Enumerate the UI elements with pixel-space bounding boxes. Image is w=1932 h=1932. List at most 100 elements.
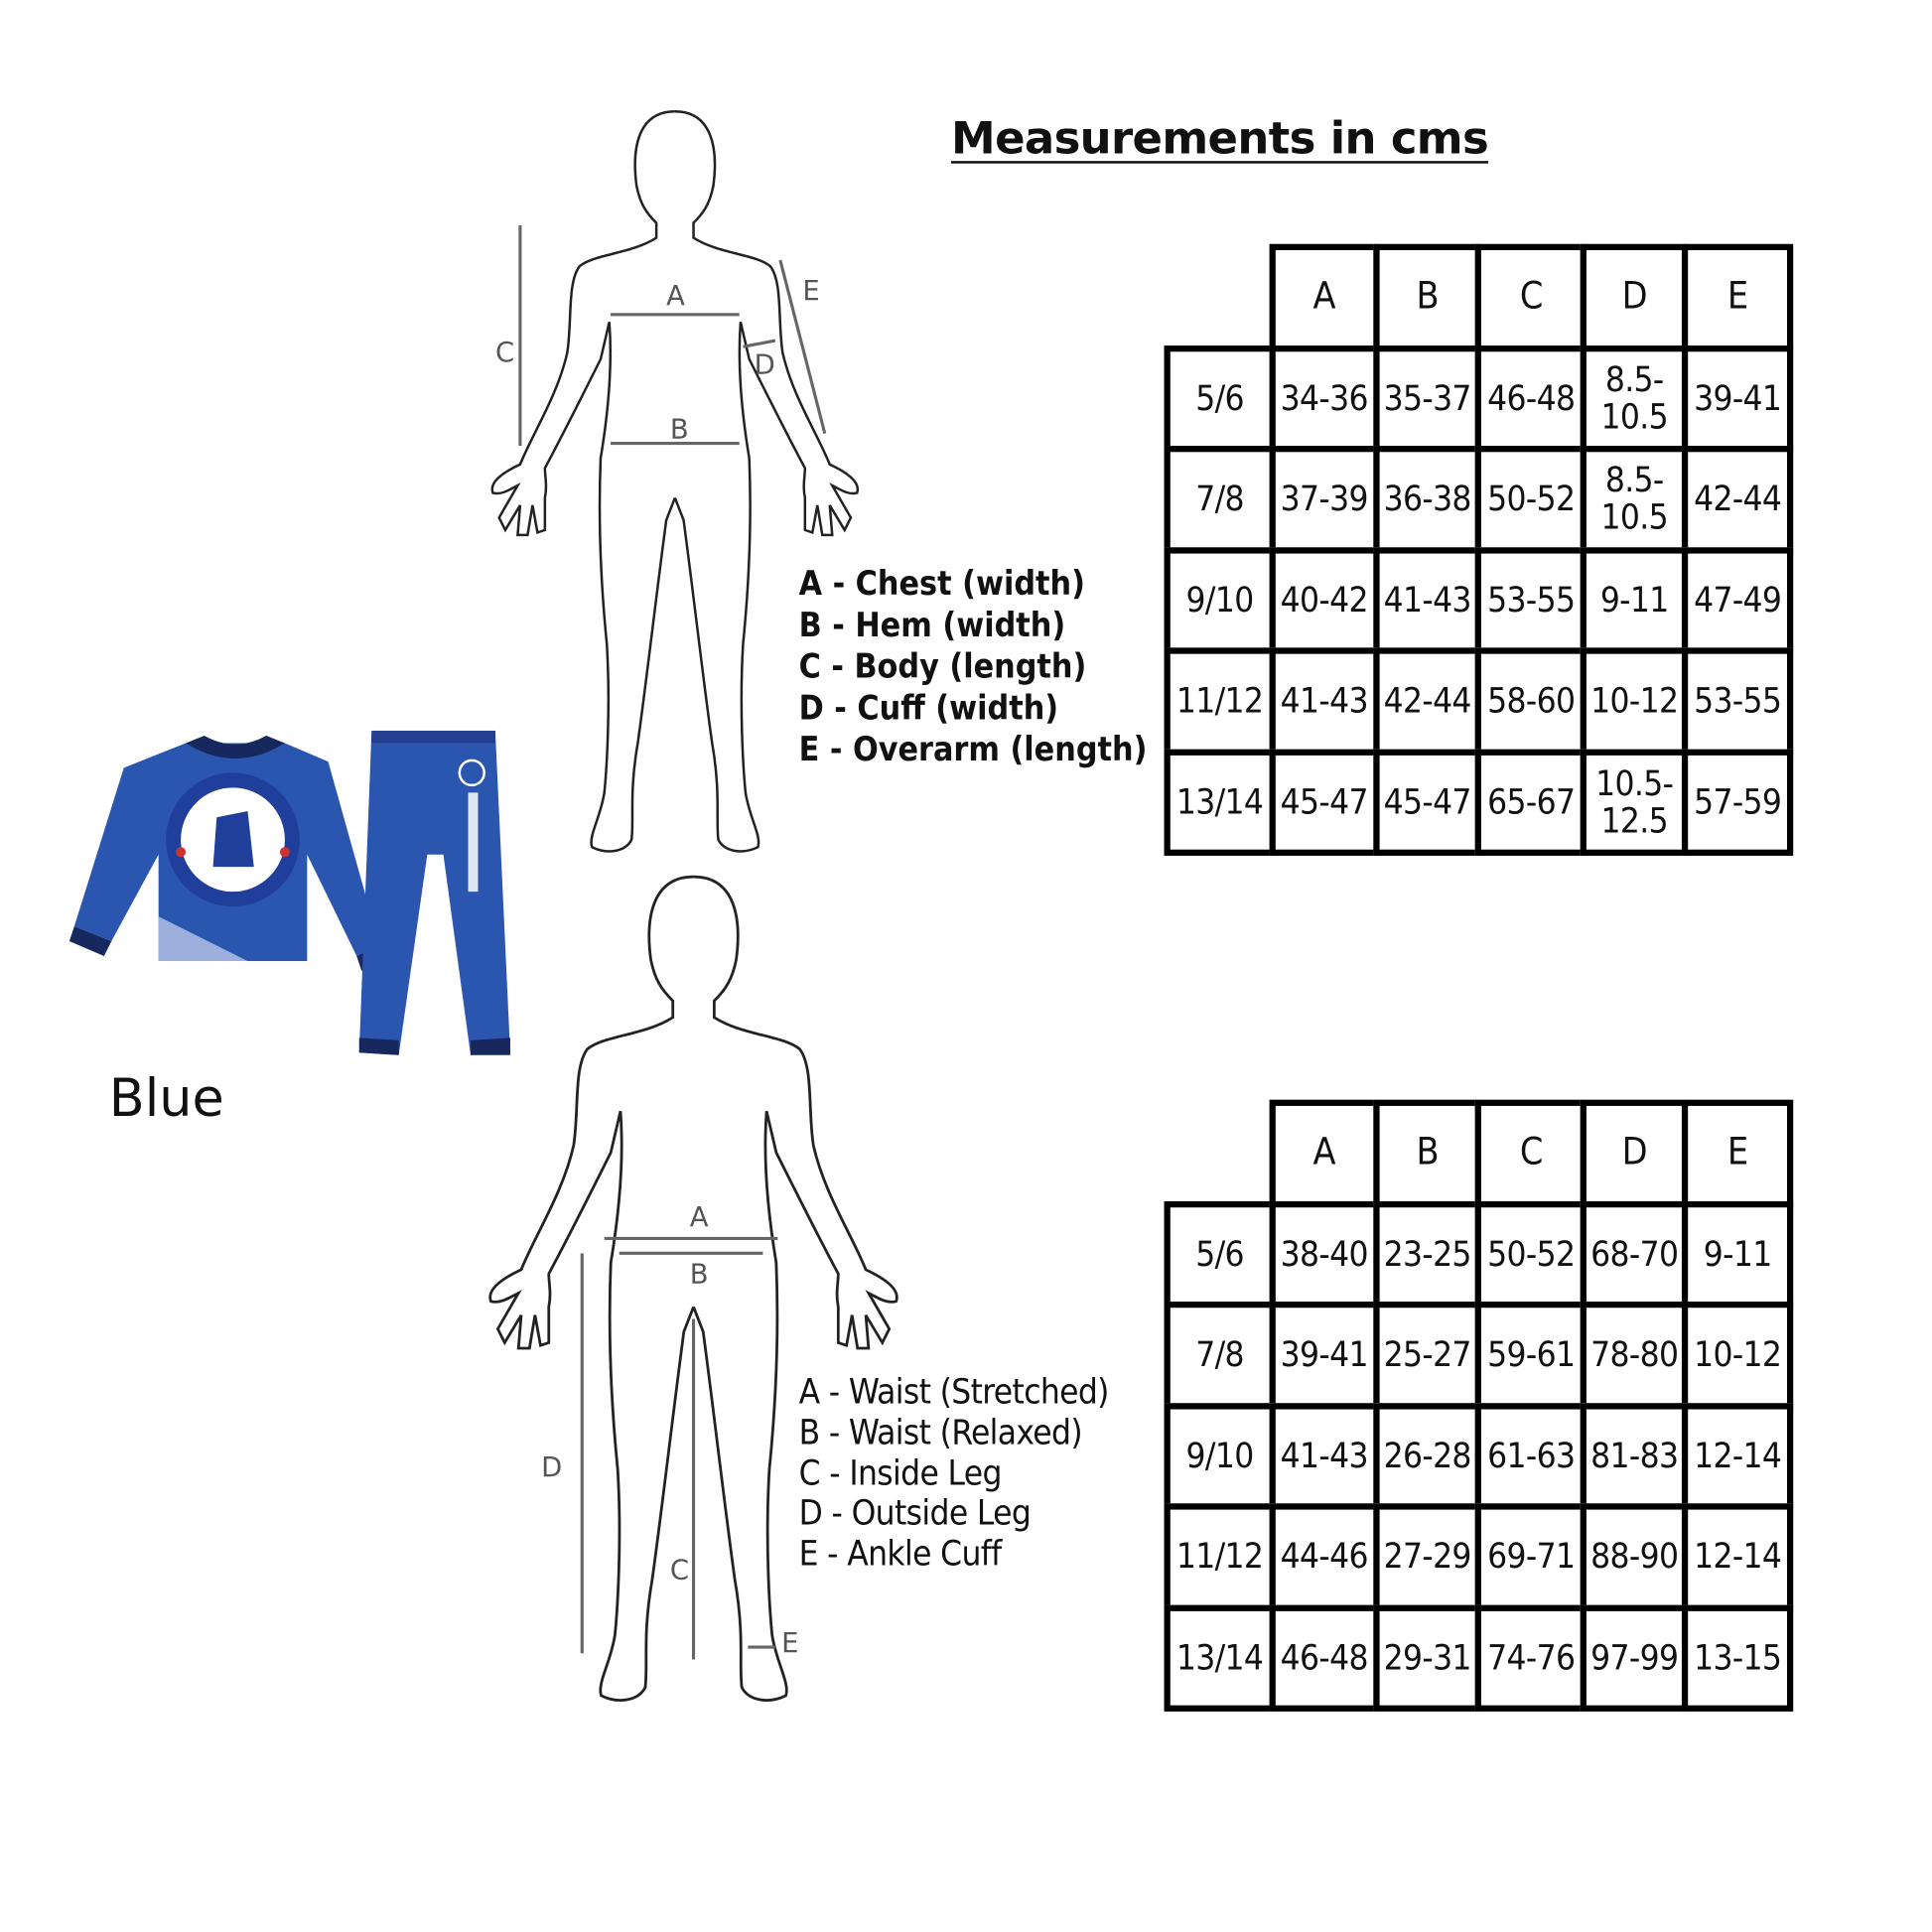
label-a: A: [666, 281, 685, 312]
legend-item: D - Cuff (width): [798, 689, 1059, 728]
column-header: A: [1269, 1099, 1380, 1207]
value-cell: 12-14: [1682, 1503, 1794, 1611]
column-header: C: [1475, 1099, 1587, 1207]
column-header: D: [1581, 243, 1689, 351]
size-cell: 5/6: [1164, 1200, 1276, 1309]
legend-item: B - Waist (Relaxed): [798, 1411, 1083, 1452]
size-cell: 7/8: [1164, 446, 1276, 553]
value-cell: 8.5- 10.5: [1581, 446, 1689, 553]
value-cell: 61-63: [1475, 1402, 1587, 1510]
value-cell: 47-49: [1682, 546, 1794, 654]
value-cell: 81-83: [1581, 1402, 1689, 1510]
value-cell: 74-76: [1475, 1604, 1587, 1712]
value-cell: 38-40: [1269, 1200, 1380, 1309]
top-legend: A - Chest (width) B - Hem (width) C - Bo…: [799, 564, 1148, 771]
value-cell: 53-55: [1475, 546, 1587, 654]
legend-item: A - Waist (Stretched): [798, 1370, 1110, 1413]
top-measure-lines: [518, 225, 827, 447]
value-cell: 41-43: [1269, 1402, 1380, 1510]
value-cell: 9-11: [1581, 546, 1689, 654]
value-cell: 26-28: [1372, 1402, 1482, 1510]
legend-item: C - Body (length): [798, 647, 1087, 687]
column-header: B: [1372, 1099, 1482, 1207]
value-cell: 29-31: [1372, 1604, 1482, 1712]
label-b: B: [670, 415, 689, 446]
legend-item: C - Inside Leg: [798, 1451, 1003, 1493]
pyjama-image: [69, 730, 510, 1055]
value-cell: 68-70: [1581, 1200, 1689, 1309]
value-cell: 78-80: [1581, 1302, 1689, 1409]
value-cell: 42-44: [1682, 446, 1794, 553]
size-cell: 11/12: [1164, 1503, 1276, 1611]
value-cell: 41-43: [1269, 647, 1380, 756]
value-cell: 69-71: [1475, 1503, 1587, 1611]
value-cell: 97-99: [1581, 1604, 1689, 1712]
value-cell: 13-15: [1682, 1604, 1794, 1712]
column-header: A: [1269, 243, 1380, 351]
value-cell: 12-14: [1682, 1402, 1794, 1510]
size-cell: 13/14: [1164, 1604, 1276, 1712]
value-cell: 10-12: [1581, 647, 1689, 756]
value-cell: 44-46: [1269, 1503, 1380, 1611]
value-cell: 37-39: [1269, 446, 1380, 553]
value-cell: 25-27: [1372, 1302, 1482, 1409]
page-title: Measurements in cms: [951, 113, 1489, 165]
value-cell: 45-47: [1269, 749, 1380, 856]
value-cell: 50-52: [1475, 1200, 1587, 1309]
size-cell: 11/12: [1164, 647, 1276, 756]
label-e: E: [802, 276, 819, 307]
legend-item: B - Hem (width): [798, 606, 1066, 645]
empty-corner: [1165, 244, 1276, 351]
label-a: A: [690, 1202, 709, 1233]
value-cell: 88-90: [1581, 1503, 1689, 1611]
column-header: D: [1581, 1099, 1689, 1207]
size-cell: 13/14: [1164, 749, 1276, 856]
value-cell: 39-41: [1682, 345, 1794, 453]
value-cell: 41-43: [1372, 546, 1482, 654]
legend-item: E - Ankle Cuff: [798, 1533, 1003, 1575]
value-cell: 45-47: [1372, 749, 1482, 856]
value-cell: 39-41: [1269, 1302, 1380, 1409]
value-cell: 23-25: [1372, 1200, 1482, 1309]
value-cell: 8.5- 10.5: [1581, 345, 1689, 453]
legend-item: A - Chest (width): [798, 564, 1085, 604]
value-cell: 53-55: [1682, 647, 1794, 756]
colour-label: Blue: [108, 1067, 224, 1129]
bottom-legend: A - Waist (Stretched) B - Waist (Relaxed…: [798, 1370, 1110, 1576]
value-cell: 50-52: [1475, 446, 1587, 553]
column-header: E: [1682, 1099, 1794, 1207]
value-cell: 36-38: [1372, 446, 1482, 553]
value-cell: 27-29: [1372, 1503, 1482, 1611]
value-cell: 46-48: [1475, 345, 1587, 453]
value-cell: 40-42: [1269, 546, 1380, 654]
value-cell: 34-36: [1269, 345, 1380, 453]
legend-item: E - Overarm (length): [798, 730, 1148, 769]
value-cell: 35-37: [1372, 345, 1482, 453]
value-cell: 10.5- 12.5: [1581, 749, 1689, 856]
size-cell: 9/10: [1164, 546, 1276, 654]
empty-corner: [1165, 1100, 1276, 1207]
size-cell: 7/8: [1164, 1302, 1276, 1409]
value-cell: 57-59: [1682, 749, 1794, 856]
value-cell: 10-12: [1682, 1302, 1794, 1409]
label-d: D: [541, 1452, 562, 1483]
size-cell: 9/10: [1164, 1402, 1276, 1510]
value-cell: 46-48: [1269, 1604, 1380, 1712]
value-cell: 65-67: [1475, 749, 1587, 856]
column-header: C: [1475, 243, 1587, 351]
